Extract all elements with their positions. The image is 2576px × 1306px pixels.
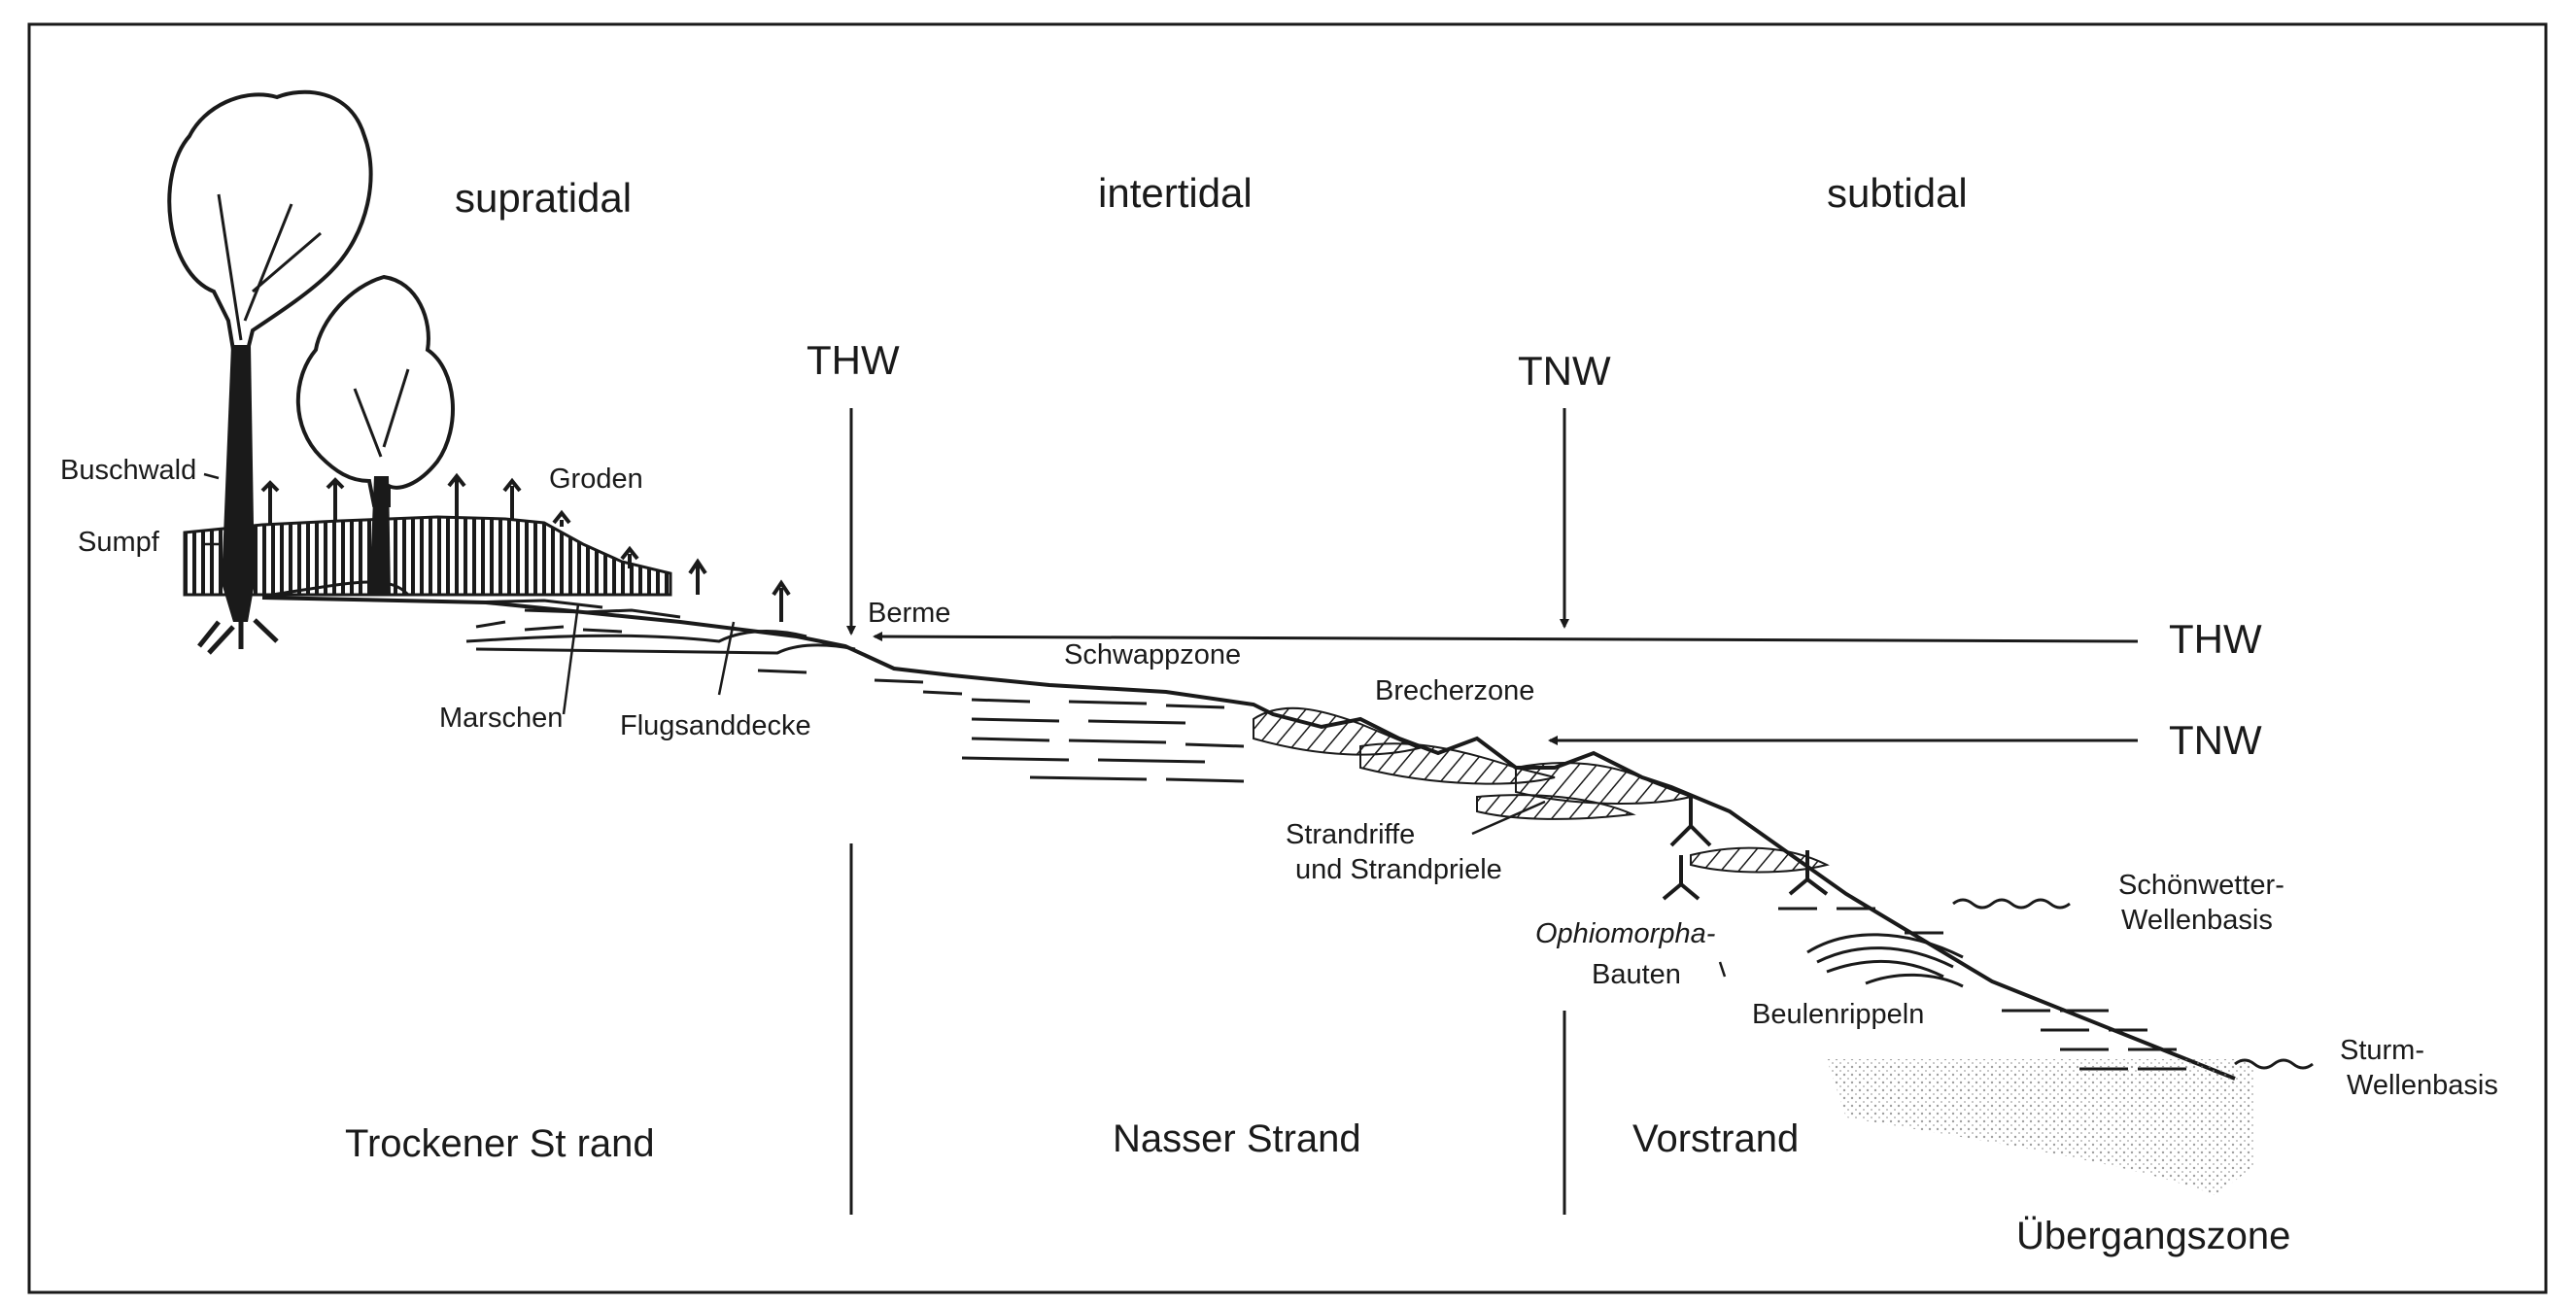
bottom-zone-labels: Trockener St rand Nasser Strand Vorstran… xyxy=(345,1117,2290,1257)
label-schoenwetter-2: Wellenbasis xyxy=(2121,905,2273,936)
label-sturm-1: Sturm- xyxy=(2340,1035,2424,1066)
label-berme: Berme xyxy=(868,598,950,629)
water-level-labels: THW TNW THW TNW xyxy=(807,337,2262,763)
zone-nasser-strand: Nasser Strand xyxy=(1113,1117,1361,1160)
label-strandriffe-2: und Strandpriele xyxy=(1295,854,1502,885)
thw-horizontal-arrow xyxy=(873,632,2139,643)
feature-labels: Buschwald Sumpf Groden Marschen Flugsand… xyxy=(60,455,2498,1101)
zone-trockener-strand: Trockener St rand xyxy=(345,1122,655,1165)
zone-supratidal: supratidal xyxy=(455,175,632,221)
zone-headings: supratidal intertidal subtidal xyxy=(455,170,1968,221)
label-brecherzone: Brecherzone xyxy=(1375,675,1534,706)
label-ophiomorpha-2: Bauten xyxy=(1592,959,1681,990)
label-flugsanddecke: Flugsanddecke xyxy=(620,710,811,741)
tree-small xyxy=(295,274,455,595)
tree-large xyxy=(167,89,373,655)
transition-stipple xyxy=(1827,1059,2254,1195)
zone-subtidal: subtidal xyxy=(1827,170,1968,216)
wave-base-symbols xyxy=(1952,898,2314,1070)
label-strandriffe-1: Strandriffe xyxy=(1286,819,1415,850)
beulenrippeln-structures xyxy=(1806,933,1964,988)
zone-dividers xyxy=(849,843,1566,1215)
thw-label-top: THW xyxy=(807,337,900,383)
label-leaders xyxy=(203,472,1727,978)
beach-profile-line xyxy=(261,596,2236,1081)
strandriffe-hatching xyxy=(1253,706,1830,874)
label-marschen: Marschen xyxy=(439,703,563,734)
label-schwappzone: Schwappzone xyxy=(1064,639,1241,670)
tnw-label-right: TNW xyxy=(2169,717,2262,763)
zone-vorstrand: Vorstrand xyxy=(1632,1117,1799,1160)
water-level-arrows xyxy=(846,408,2139,745)
thw-label-right: THW xyxy=(2169,616,2262,662)
label-schoenwetter-1: Schönwetter- xyxy=(2118,870,2284,901)
label-buschwald: Buschwald xyxy=(60,455,196,486)
label-sturm-2: Wellenbasis xyxy=(2347,1070,2498,1101)
zone-uebergangszone: Übergangszone xyxy=(2016,1215,2290,1257)
label-beulenrippeln: Beulenrippeln xyxy=(1752,999,1924,1030)
zone-intertidal: intertidal xyxy=(1098,170,1253,216)
label-ophiomorpha-1: Ophiomorpha- xyxy=(1535,918,1715,949)
label-groden: Groden xyxy=(549,464,643,495)
label-sumpf: Sumpf xyxy=(78,527,160,558)
diagram-frame xyxy=(27,22,2548,1294)
ophiomorpha-burrows xyxy=(1662,797,1829,901)
tnw-label-top: TNW xyxy=(1518,348,1611,394)
marsh-vegetation xyxy=(183,472,791,622)
